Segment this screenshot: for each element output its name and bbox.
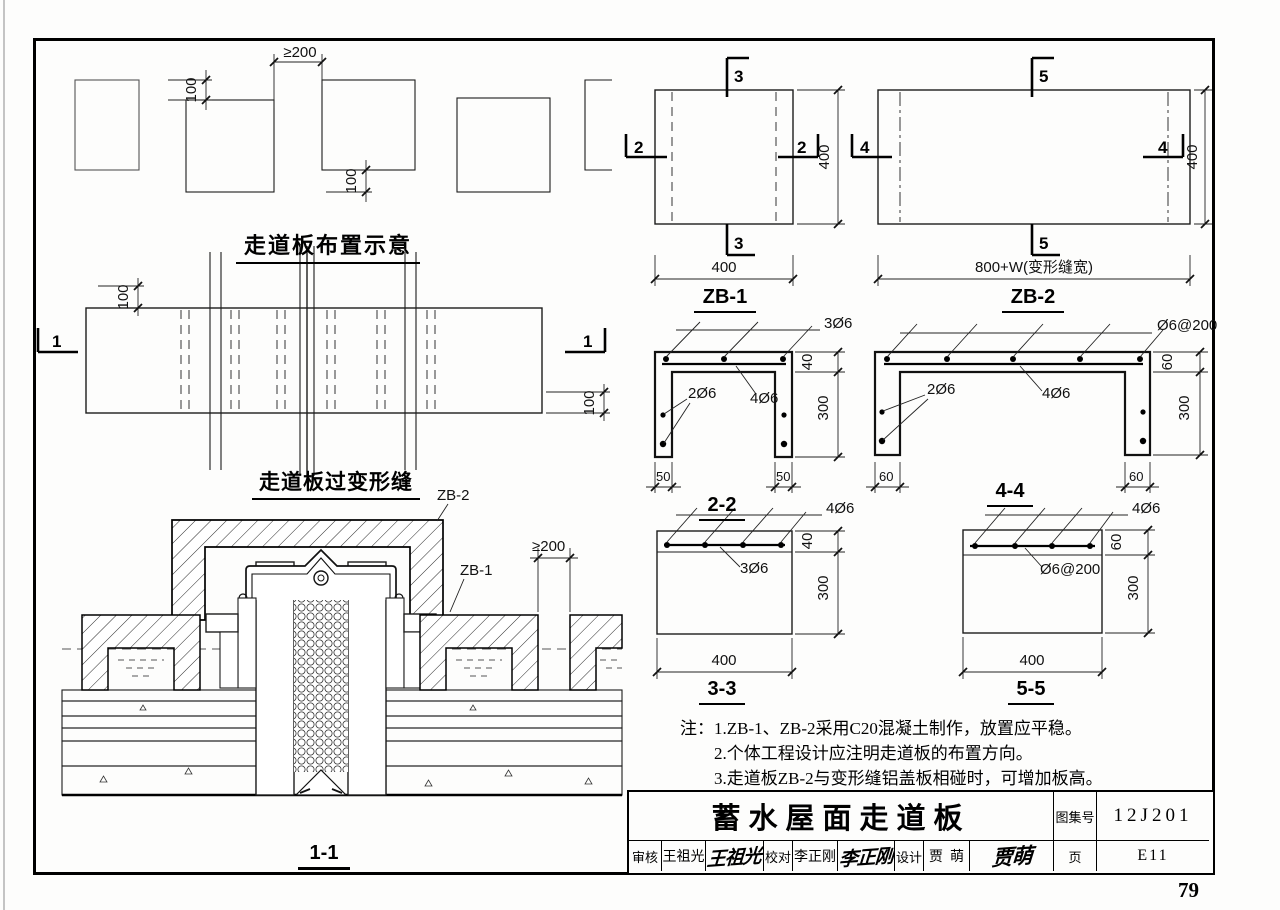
atlas-no-value: 12J201	[1113, 805, 1193, 826]
sheet-page-number: 79	[1178, 878, 1199, 902]
hidden-edge-dashes	[180, 310, 436, 411]
section-mark: 4	[1158, 138, 1168, 157]
dim-label: 300	[815, 395, 832, 420]
zb2-plan-drawing: 5 5 4 4 400 800+W(变形缝宽)	[850, 56, 1212, 286]
dim-label: 400	[816, 144, 833, 169]
note-item: 1.ZB-1、ZB-2采用C20混凝土制作，放置应平稳。	[714, 719, 1082, 738]
zb1-board-section-right	[419, 614, 539, 691]
dim-label: 60	[879, 469, 893, 484]
dim-label: 400	[711, 259, 736, 276]
section-4-4-drawing: Ø6@200 2Ø6 4Ø6 60 300 60	[866, 317, 1217, 493]
roof-layers-right	[385, 689, 623, 796]
zb1-board-section-partial	[569, 614, 623, 691]
title-block: 蓄水屋面走道板 图集号 12J201 审核 王祖光 王祖光 校对 李正刚 李正刚…	[627, 790, 1215, 875]
dim-label: 60	[1129, 469, 1143, 484]
rebar-label: 2Ø6	[688, 385, 716, 402]
design-name: 贾 萌	[924, 840, 970, 871]
section-5-5-title: 5-5	[1008, 678, 1054, 705]
atlas-no-label: 图集号	[1054, 792, 1097, 840]
zb2-plan-title: ZB-2	[1002, 286, 1064, 313]
design-signature: 贾萌	[970, 840, 1054, 871]
rebar-label: 4Ø6	[1042, 385, 1070, 402]
dim-label: 40	[799, 354, 816, 371]
section-mark: 3	[734, 67, 743, 86]
layout-plan-drawing: ≥200 100 100	[74, 44, 612, 202]
rebar-label: 4Ø6	[750, 390, 778, 407]
section-mark: 2	[634, 138, 643, 157]
zb2-label: ZB-2	[437, 487, 470, 504]
page-label: 页	[1054, 840, 1097, 871]
dim-label: 300	[1125, 575, 1142, 600]
zb1-plan-drawing: 3 3 2 2 400 400	[624, 56, 845, 286]
zb1-board-section-left	[81, 614, 201, 691]
dim-label: 100	[183, 77, 200, 102]
rebar-label: 3Ø6	[824, 315, 852, 332]
section-mark: 4	[860, 138, 870, 157]
sheet-title: 蓄水屋面走道板	[629, 792, 1054, 840]
section-mark: 5	[1039, 234, 1048, 253]
zb1-label: ZB-1	[460, 562, 493, 579]
rebar-label: Ø6@200	[1157, 317, 1217, 334]
dim-label: 50	[776, 469, 790, 484]
water-surface-dashes	[118, 659, 622, 677]
check-signature: 李正刚	[838, 840, 895, 871]
section-mark: 1	[52, 332, 61, 351]
section-mark: 2	[797, 138, 806, 157]
dim-label: 100	[343, 168, 360, 193]
section-5-5-drawing: 4Ø6 Ø6@200 60 300 400	[958, 500, 1160, 679]
detail-1-1-title: 1-1	[298, 842, 350, 870]
dim-label: 400	[1184, 144, 1201, 169]
section-4-4-title: 4-4	[987, 480, 1033, 507]
check-name: 李正刚	[793, 840, 838, 871]
rebar-label: 4Ø6	[826, 500, 854, 517]
dim-label: 800+W(变形缝宽)	[975, 259, 1093, 276]
joint-upstand-left	[205, 597, 257, 689]
dim-label: ≥200	[283, 44, 316, 61]
dim-label: 100	[115, 284, 132, 309]
joint-cover-plate	[238, 548, 404, 603]
layout-plan-title: 走道板布置示意	[236, 228, 420, 264]
section-3-3-drawing: 4Ø6 3Ø6 40 300 400	[652, 500, 854, 679]
review-label: 审核	[629, 840, 662, 871]
dim-label: 40	[799, 533, 816, 550]
section-mark: 3	[734, 234, 743, 253]
rebar-label: 2Ø6	[927, 381, 955, 398]
dim-label: 400	[711, 652, 736, 669]
joint-plan-title: 走道板过变形缝	[252, 466, 420, 500]
review-signature: 王祖光	[706, 840, 764, 871]
detail-1-1-drawing: ≥200 ZB-2 ZB-1	[61, 487, 623, 797]
section-2-2-title: 2-2	[699, 494, 745, 521]
dim-label: 400	[1019, 652, 1044, 669]
dim-label: 300	[1176, 395, 1193, 420]
rebar-label: Ø6@200	[1040, 561, 1100, 578]
joint-plan-drawing: 1 1 100 100	[36, 246, 610, 476]
note-item: 2.个体工程设计应注明走道板的布置方向。	[714, 744, 1033, 763]
zb1-plan-title: ZB-1	[694, 286, 756, 313]
dim-label: 100	[581, 390, 598, 415]
note-item: 3.走道板ZB-2与变形缝铝盖板相碰时，可增加板高。	[714, 769, 1103, 788]
dim-label: 60	[1159, 354, 1176, 371]
rebar-label: 3Ø6	[740, 560, 768, 577]
concrete-marks	[99, 704, 593, 787]
notes-prefix: 注：	[680, 719, 714, 738]
scan-edge-line	[3, 0, 5, 910]
dim-label: 60	[1108, 534, 1125, 551]
section-3-3-title: 3-3	[699, 678, 745, 705]
check-label: 校对	[764, 840, 793, 871]
page-value: E11	[1097, 840, 1209, 871]
rebar-label: 4Ø6	[1132, 500, 1160, 517]
section-mark: 1	[583, 332, 592, 351]
dim-label: 50	[656, 469, 670, 484]
section-2-2-drawing: 3Ø6 2Ø6 4Ø6 40 300 50	[646, 315, 852, 493]
dim-label: 300	[815, 575, 832, 600]
sheet-border	[33, 38, 1215, 875]
dim-label: ≥200	[532, 538, 565, 555]
design-label: 设计	[895, 840, 924, 871]
section-mark: 5	[1039, 67, 1048, 86]
notes-block: 注： 1.ZB-1、ZB-2采用C20混凝土制作，放置应平稳。 2.个体工程设计…	[680, 716, 1160, 791]
roof-layers-left	[61, 689, 257, 796]
review-name: 王祖光	[662, 840, 706, 871]
